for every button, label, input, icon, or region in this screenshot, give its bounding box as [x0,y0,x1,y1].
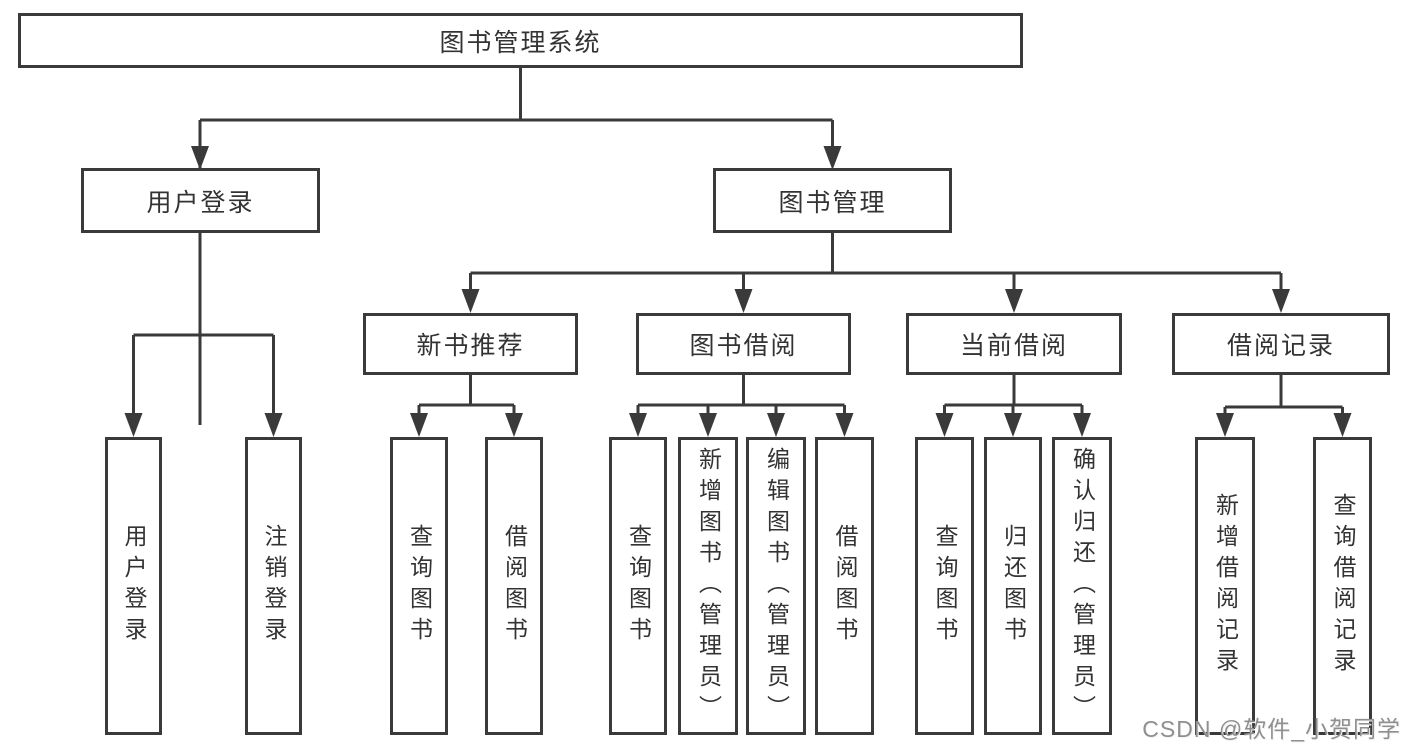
node-label: 借阅记录 [1226,332,1335,360]
node-label: 归还图书 [1000,524,1027,648]
node-user-login: 用户登录 [81,168,320,233]
node-book-borrowing: 图书借阅 [636,313,851,375]
node-label: 当前借阅 [959,332,1068,360]
node-book-management: 图书管理 [713,168,952,233]
node-label: 新增图书（管理员） [695,446,722,726]
leaf-confirm-return-admin: 确认归还（管理员） [1052,437,1112,735]
leaf-edit-book-admin: 编辑图书（管理员） [746,437,806,735]
leaf-query-book-recommend: 查询图书 [390,437,448,735]
leaf-borrow-book: 借阅图书 [815,437,874,735]
leaf-return-book: 归还图书 [984,437,1042,735]
node-label: 用户登录 [121,524,147,648]
leaf-query-book-current: 查询图书 [915,437,974,735]
node-label: 用户登录 [146,188,255,217]
node-borrow-records: 借阅记录 [1172,313,1390,375]
node-label: 查询图书 [625,524,652,648]
node-label: 新增借阅记录 [1212,493,1239,679]
node-label: 图书管理 [778,188,887,217]
node-label: 图书管理系统 [439,28,602,57]
node-label: 新书推荐 [416,332,525,360]
leaf-add-borrow-record: 新增借阅记录 [1195,437,1255,735]
node-label: 注销登录 [261,524,287,648]
node-label: 图书借阅 [689,332,798,360]
node-label: 借阅图书 [832,524,858,648]
node-label: 编辑图书（管理员） [763,446,790,726]
node-library-management-system: 图书管理系统 [18,13,1023,68]
leaf-query-book-borrowing: 查询图书 [609,437,667,735]
node-new-book-recommend: 新书推荐 [363,313,578,375]
node-label: 确认归还（管理员） [1069,446,1096,726]
node-label: 查询图书 [406,524,433,648]
leaf-borrow-book-recommend: 借阅图书 [485,437,543,735]
watermark: CSDN @软件_小贺同学 [1142,716,1401,742]
node-current-borrowing: 当前借阅 [906,313,1122,375]
node-label: 查询图书 [932,524,958,648]
leaf-user-login: 用户登录 [105,437,162,735]
leaf-logout: 注销登录 [245,437,302,735]
node-label: 借阅图书 [501,524,528,648]
leaf-add-book-admin: 新增图书（管理员） [678,437,738,735]
node-label: 查询借阅记录 [1330,493,1356,679]
leaf-query-borrow-record: 查询借阅记录 [1313,437,1372,735]
